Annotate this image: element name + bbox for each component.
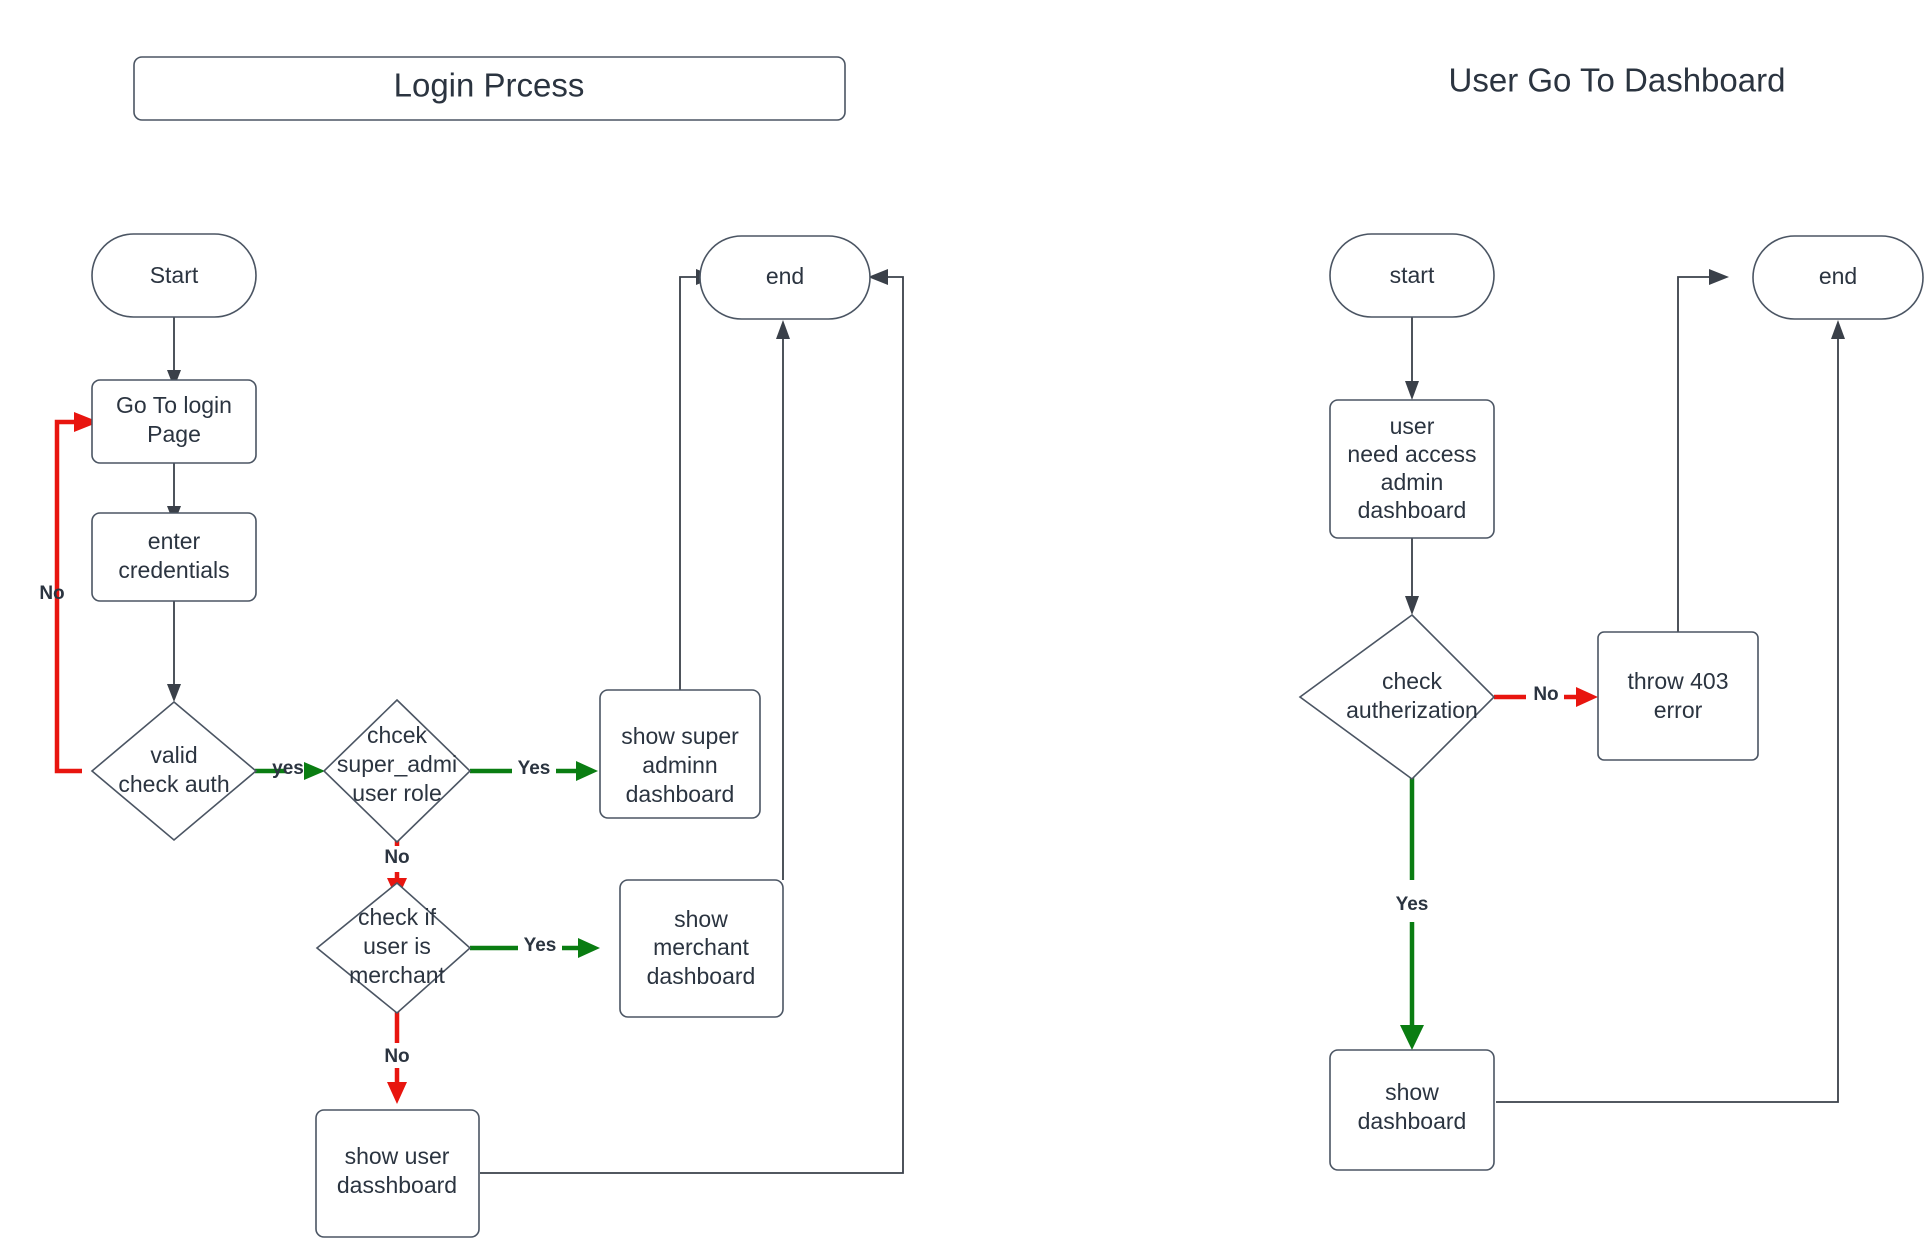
node-valid-check-auth[interactable]: valid check auth	[90, 700, 258, 842]
node-start[interactable]: Start	[91, 233, 257, 318]
node-check-user-is-merchant[interactable]: check if user is merchant	[315, 881, 472, 1015]
edge-credentials-to-validauth	[167, 600, 181, 702]
node-check-user-is-merchant-line2: user is	[363, 933, 431, 959]
node-start-label: Start	[150, 262, 199, 288]
node-start2-label: start	[1390, 262, 1435, 288]
node-check-super-admin-role-line1: chcek	[367, 722, 428, 748]
node-show-user-dashboard-line1: show user	[345, 1143, 450, 1169]
node-start-shape[interactable]	[91, 233, 257, 318]
node-user-need-access-line4: dashboard	[1358, 497, 1467, 523]
node-show-dashboard-shape[interactable]	[1329, 1049, 1495, 1171]
edge-label-yes-showdash: Yes	[1396, 894, 1429, 915]
edge-label-no-merchant: No	[384, 847, 409, 868]
node-valid-check-auth-line2: check auth	[118, 771, 229, 797]
edge-showdash-to-end2	[1496, 320, 1845, 1103]
node-show-dashboard-line1: show	[1385, 1079, 1439, 1105]
edge-label-yes-showmerchant: Yes	[524, 935, 557, 956]
node-user-need-access-line2: need access	[1347, 441, 1476, 467]
node-user-need-access-line3: admin	[1381, 469, 1444, 495]
node-show-super-admin-dashboard-shape[interactable]	[599, 689, 761, 819]
edge-label-no-login-loop: No	[39, 583, 64, 604]
node-enter-credentials-line1: enter	[148, 528, 201, 554]
node-go-to-login-page-line1: Go To login	[116, 392, 232, 418]
node-check-super-admin-role-line3: user role	[352, 780, 441, 806]
node-valid-check-auth-line1: valid	[150, 742, 197, 768]
node-end2[interactable]: end	[1752, 235, 1924, 320]
edge-throw403-to-end2	[1677, 269, 1729, 645]
edge-showmerchant-to-end	[776, 320, 790, 880]
edge-checkauth-no-to-throw403: No	[1494, 684, 1598, 707]
node-start2[interactable]: start	[1329, 233, 1495, 318]
node-go-to-login-page-line2: Page	[147, 421, 201, 447]
node-check-super-admin-role-line2: super_admi	[337, 751, 457, 777]
node-show-super-admin-dashboard-line1: show super	[621, 723, 739, 749]
edge-start2-to-needaccess	[1405, 317, 1419, 400]
node-start2-shape[interactable]	[1329, 233, 1495, 318]
edge-label-yes-superadmin: yes	[272, 758, 304, 779]
edge-start-to-login	[167, 317, 181, 388]
node-check-authorization-line2: autherization	[1346, 697, 1478, 723]
edge-needaccess-to-checkauth	[1405, 538, 1419, 615]
node-show-merchant-dashboard-line2: merchant	[653, 934, 749, 960]
node-show-merchant-dashboard-shape[interactable]	[619, 879, 784, 1018]
node-show-merchant-dashboard-line3: dashboard	[647, 963, 756, 989]
node-end2-shape[interactable]	[1752, 235, 1924, 320]
node-check-authorization-shape[interactable]	[1298, 613, 1496, 781]
node-end-shape[interactable]	[699, 235, 871, 320]
node-throw-403-error-shape[interactable]	[1597, 631, 1759, 761]
edge-showuser-to-end	[480, 269, 904, 1174]
node-show-super-admin-dashboard-line3: dashboard	[626, 781, 735, 807]
node-show-dashboard-line2: dashboard	[1358, 1108, 1467, 1134]
node-show-user-dashboard[interactable]: show user dasshboard	[315, 1109, 480, 1238]
node-show-user-dashboard-shape[interactable]	[315, 1109, 480, 1238]
node-user-need-access[interactable]: user need access admin dashboard	[1329, 399, 1495, 539]
node-enter-credentials-shape[interactable]	[91, 512, 257, 602]
edge-checkauth-yes-to-showdash: Yes	[1396, 775, 1429, 1050]
dashboard-flow-title: User Go To Dashboard	[1449, 62, 1786, 99]
edge-validauth-no-to-login: No	[39, 412, 99, 774]
node-enter-credentials-line2: credentials	[118, 557, 229, 583]
login-process-title-box	[133, 56, 846, 121]
node-show-super-admin-dashboard-line2: adminn	[642, 752, 717, 778]
login-process-title-text: Login Prcess	[394, 67, 585, 104]
node-check-super-admin-role[interactable]: chcek super_admi user role	[322, 698, 472, 844]
edge-validauth-yes-to-superadmin: yes	[255, 758, 325, 780]
edge-superadmin-yes-to-showsuper: Yes	[470, 758, 598, 781]
node-check-authorization-line1: check	[1382, 668, 1443, 694]
node-go-to-login-page[interactable]: Go To login Page	[91, 379, 257, 464]
edge-label-no-throw403: No	[1533, 684, 1558, 705]
node-end[interactable]: end	[699, 235, 871, 320]
node-show-merchant-dashboard[interactable]: show merchant dashboard	[619, 879, 784, 1018]
node-throw-403-error-line2: error	[1654, 697, 1703, 723]
node-check-user-is-merchant-line1: check if	[358, 904, 437, 930]
edge-showsuper-to-end	[679, 269, 716, 690]
edge-merchant-no-to-showuser: No	[384, 1008, 410, 1104]
node-valid-check-auth-shape[interactable]	[90, 700, 258, 842]
edge-label-yes-showsuper: Yes	[518, 758, 551, 779]
node-check-user-is-merchant-line3: merchant	[349, 962, 445, 988]
node-check-user-is-merchant-shape[interactable]	[315, 881, 472, 1015]
node-show-user-dashboard-line2: dasshboard	[337, 1172, 457, 1198]
node-show-merchant-dashboard-line1: show	[674, 906, 728, 932]
node-end-label: end	[766, 263, 804, 289]
node-user-need-access-line1: user	[1390, 413, 1435, 439]
node-throw-403-error[interactable]: throw 403 error	[1597, 631, 1759, 761]
node-go-to-login-page-shape[interactable]	[91, 379, 257, 464]
node-throw-403-error-line1: throw 403	[1627, 668, 1728, 694]
node-user-need-access-shape[interactable]	[1329, 399, 1495, 539]
edge-label-no-showuser: No	[384, 1046, 409, 1067]
node-check-authorization[interactable]: check autherization	[1298, 613, 1496, 781]
node-enter-credentials[interactable]: enter credentials	[91, 512, 257, 602]
node-show-super-admin-dashboard[interactable]: show super adminn dashboard	[599, 689, 761, 819]
login-process-title: Login Prcess	[133, 56, 846, 121]
edge-merchant-yes-to-showmerchant: Yes	[470, 935, 600, 958]
node-show-dashboard[interactable]: show dashboard	[1329, 1049, 1495, 1171]
node-check-super-admin-role-shape[interactable]	[322, 698, 472, 844]
node-end2-label: end	[1819, 263, 1857, 289]
dashboard-flow-title-text: User Go To Dashboard	[1449, 62, 1786, 99]
